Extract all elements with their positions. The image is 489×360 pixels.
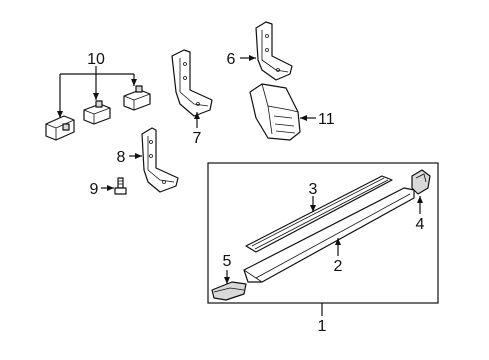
rear-end-cap: [211, 281, 247, 301]
bolt: [114, 177, 127, 195]
pad-block-left: [45, 115, 75, 141]
step-pad: [249, 83, 301, 141]
running-board-pad: [245, 175, 393, 253]
callout-7: 7: [193, 130, 202, 147]
callout-2: 2: [334, 258, 343, 275]
bracket-6: [255, 21, 293, 81]
running-board: [243, 187, 415, 283]
callout-5: 5: [223, 253, 232, 270]
pad-block-middle: [83, 100, 111, 125]
callout-9: 9: [90, 181, 99, 198]
callout-1: 1: [318, 318, 327, 335]
bracket-7: [171, 49, 213, 117]
bracket-8: [141, 127, 179, 193]
callout-8: 8: [117, 149, 126, 166]
callout-11: 11: [318, 111, 335, 128]
callout-3: 3: [309, 181, 318, 198]
callout-6: 6: [227, 51, 236, 68]
pad-block-right: [123, 85, 151, 111]
end-cap: [411, 169, 431, 195]
assembly-frame: [207, 162, 439, 304]
callout-10: 10: [87, 51, 105, 68]
callout-4: 4: [416, 216, 425, 233]
